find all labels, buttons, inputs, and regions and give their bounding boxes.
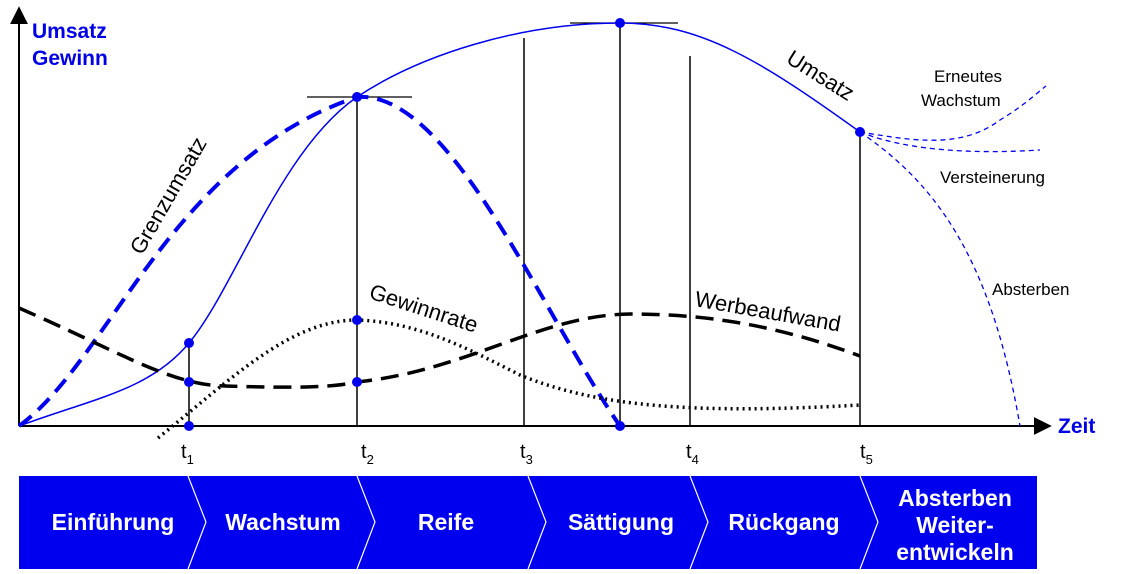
phase-bar-background [19, 476, 1037, 569]
phase-separator-5 [859, 475, 879, 570]
dot-t1-werbeaufwand [184, 377, 194, 387]
phase-separator-3 [527, 475, 547, 570]
dot-t1-axis [184, 421, 194, 431]
absterben-curve [859, 131, 1021, 427]
gewinnrate-curve [156, 318, 861, 440]
phase-saettigung: Sättigung [568, 509, 674, 535]
absterben-label: Absterben [992, 280, 1070, 299]
dot-t2-grenzumsatz [352, 92, 362, 102]
dot-grenzumsatz-zero [615, 421, 625, 431]
phase-absterben-line2: Weiter- [916, 512, 994, 538]
tick-label-t1: t1 [181, 441, 194, 467]
tick-label-t3: t3 [520, 441, 533, 467]
phase-separator-4 [689, 475, 709, 570]
phase-separator-2 [356, 475, 376, 570]
phase-bar: Einführung Wachstum Reife Sättigung Rück… [19, 475, 1037, 570]
x-axis-title: Zeit [1058, 415, 1095, 438]
phase-separator-1 [187, 475, 207, 570]
phase-reife: Reife [418, 509, 474, 535]
versteinerung-label: Versteinerung [940, 168, 1045, 187]
phase-absterben-line1: Absterben [898, 485, 1012, 511]
phase-einfuehrung: Einführung [52, 509, 175, 535]
dot-t2-gewinnrate [352, 315, 362, 325]
dot-t2-werbeaufwand [352, 377, 362, 387]
dot-umsatz-max [615, 18, 625, 28]
versteinerung-curve [859, 131, 1041, 153]
erneutes-label-line2: Wachstum [921, 91, 1001, 110]
umsatz-label: Umsatz [782, 45, 858, 106]
tick-label-t5: t5 [860, 441, 873, 467]
grenzumsatz-curve [17, 94, 622, 428]
gewinnrate-label: Gewinnrate [366, 279, 481, 338]
erneutes-wachstum-curve [859, 85, 1047, 141]
y-axis-title-line2: Gewinn [32, 47, 108, 70]
phase-wachstum: Wachstum [225, 509, 340, 535]
werbeaufwand-label: Werbeaufwand [693, 286, 843, 336]
dot-t1-umsatz [184, 338, 194, 348]
erneutes-label-line1: Erneutes [934, 67, 1002, 86]
dot-t5-umsatz [855, 127, 865, 137]
phase-absterben-line3: entwickeln [896, 539, 1014, 565]
phase-rueckgang: Rückgang [728, 509, 839, 535]
tick-label-t4: t4 [686, 441, 699, 467]
y-axis-title-line1: Umsatz [32, 20, 107, 43]
werbeaufwand-curve [18, 306, 861, 389]
tick-label-t2: t2 [361, 441, 374, 467]
